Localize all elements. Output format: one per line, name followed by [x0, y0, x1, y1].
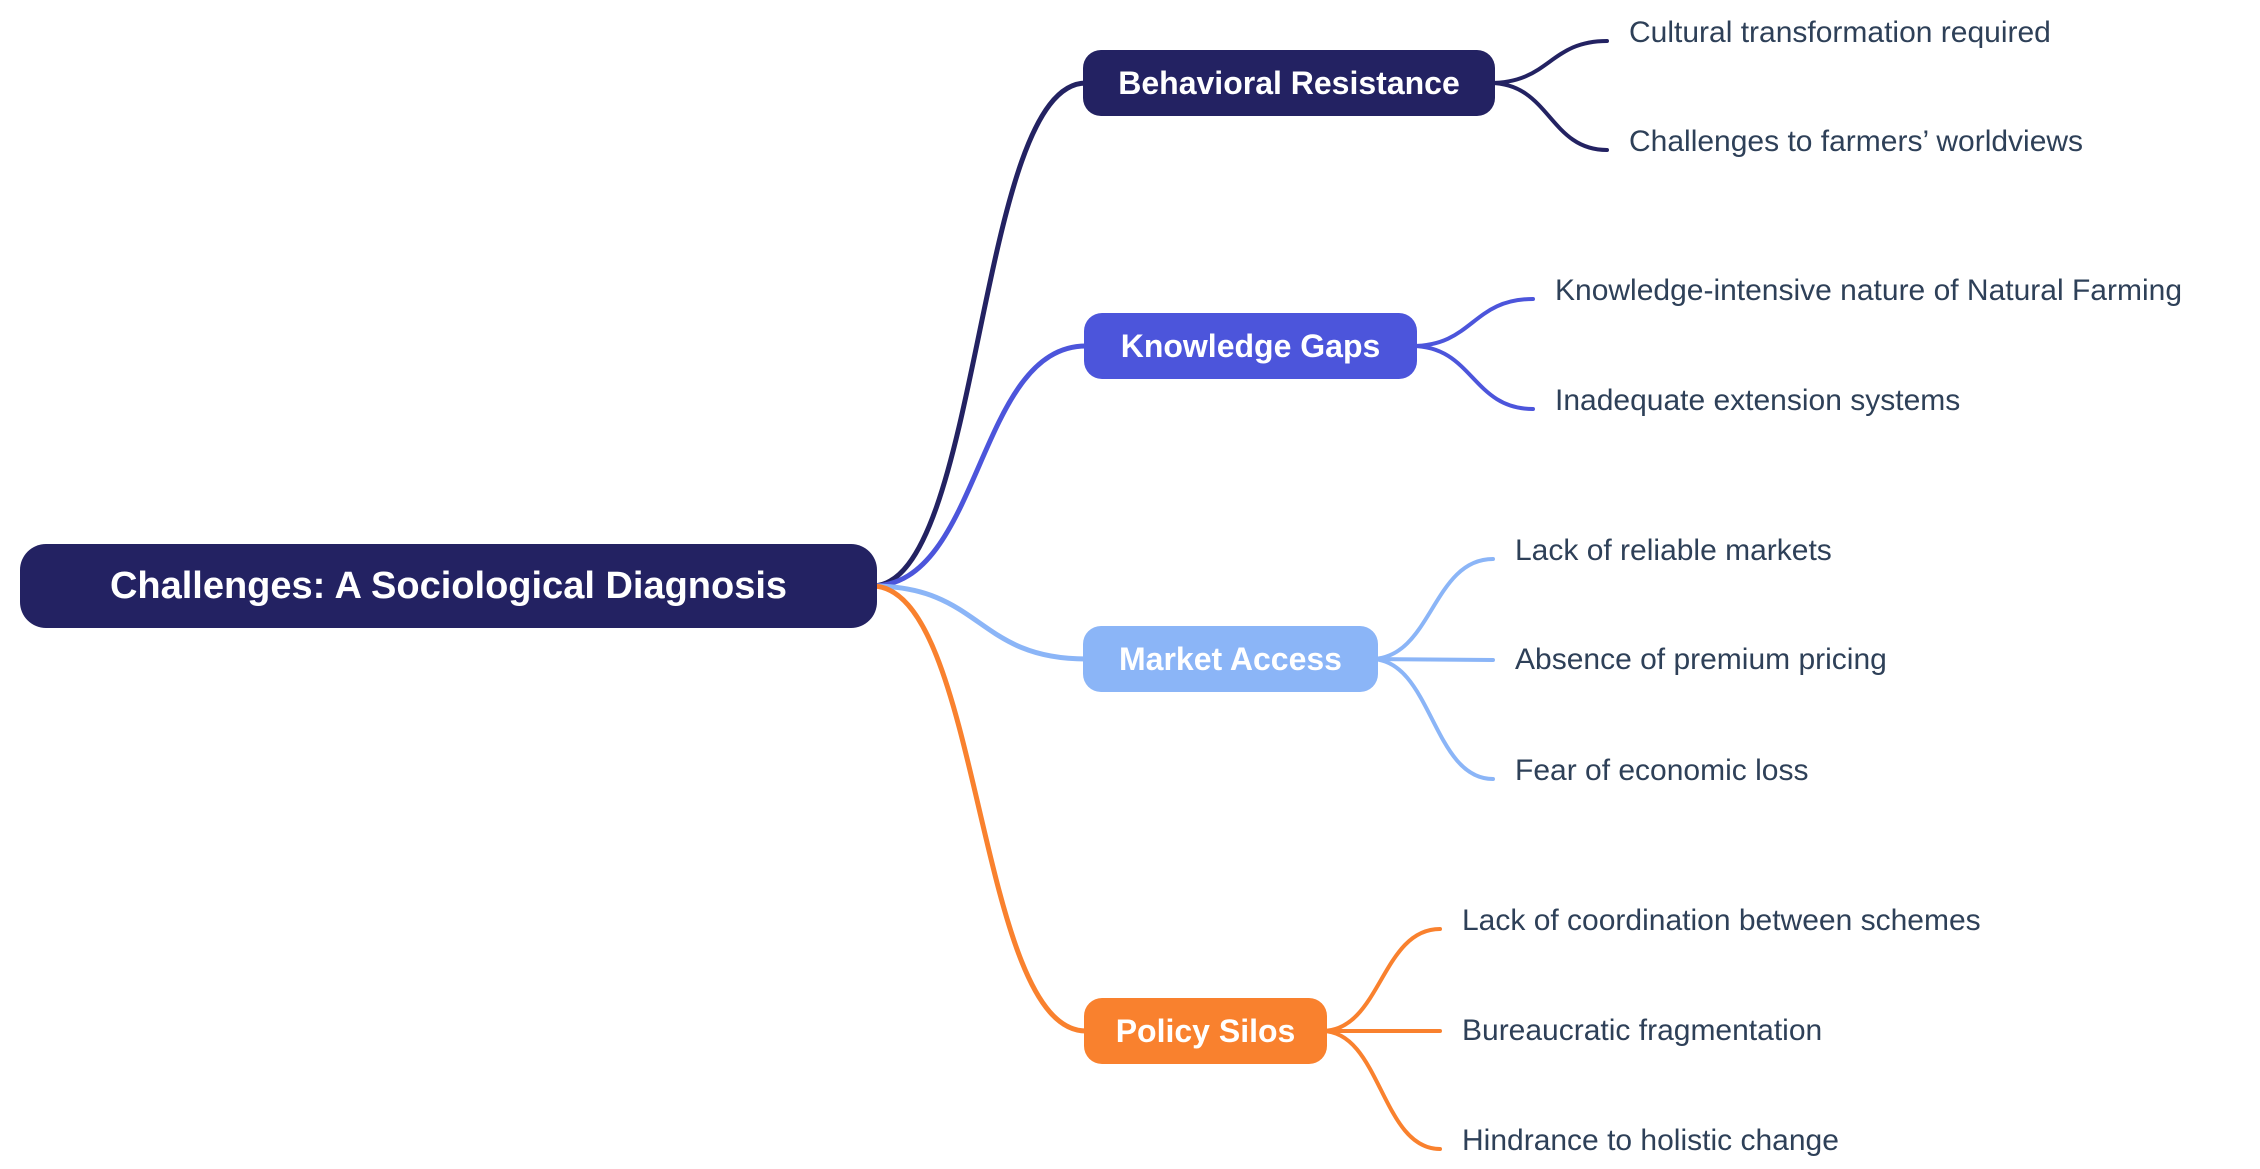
edge-policy-silos-child-2: [1320, 1029, 1442, 1151]
edge-root-to-knowledge-gaps: [869, 343, 1089, 589]
leaf-challenges-to-farmers-worldviews: Challenges to farmers’ worldviews: [1629, 125, 2084, 158]
edge-market-access-child-1: [1369, 657, 1495, 662]
node-knowledge-gaps: Knowledge Gaps: [1084, 313, 1417, 379]
node-root-label: Challenges: A Sociological Diagnosis: [109, 564, 788, 607]
edge-root-to-market-access: [869, 583, 1089, 662]
edge-market-access-child-2: [1369, 657, 1495, 781]
leaf-hindrance-to-holistic-change: Hindrance to holistic change: [1462, 1124, 1839, 1157]
edge-knowledge-gaps-child-1: [1410, 344, 1535, 411]
leaf-lack-of-coordination-between-schemes: Lack of coordination between schemes: [1462, 904, 1981, 937]
node-market-access: Market Access: [1083, 626, 1378, 692]
node-market-access-label: Market Access: [1119, 640, 1342, 677]
node-root: Challenges: A Sociological Diagnosis: [20, 544, 877, 628]
edge-behavioral-resistance-child-1: [1488, 81, 1609, 152]
node-behavioral-resistance: Behavioral Resistance: [1083, 50, 1495, 116]
leaf-absence-of-premium-pricing: Absence of premium pricing: [1515, 643, 1887, 676]
edge-policy-silos-child-0: [1320, 927, 1442, 1033]
node-policy-silos-label: Policy Silos: [1115, 1012, 1296, 1049]
edge-market-access-child-0: [1369, 557, 1495, 661]
edge-knowledge-gaps-child-0: [1410, 297, 1535, 348]
leaf-bureaucratic-fragmentation: Bureaucratic fragmentation: [1462, 1014, 1823, 1047]
leaf-lack-of-reliable-markets: Lack of reliable markets: [1515, 534, 1832, 567]
edge-behavioral-resistance-child-0: [1488, 39, 1609, 85]
edge-root-to-policy-silos: [869, 583, 1089, 1034]
edge-root-to-behavioral-resistance: [869, 80, 1089, 589]
leaf-inadequate-extension-systems: Inadequate extension systems: [1555, 384, 1961, 417]
leaf-cultural-transformation-required: Cultural transformation required: [1629, 16, 2051, 49]
leaf-fear-of-economic-loss: Fear of economic loss: [1515, 754, 1809, 787]
node-behavioral-resistance-label: Behavioral Resistance: [1118, 64, 1460, 101]
node-policy-silos: Policy Silos: [1084, 998, 1327, 1064]
node-knowledge-gaps-label: Knowledge Gaps: [1120, 327, 1381, 364]
leaf-knowledge-intensive-nature: Knowledge-intensive nature of Natural Fa…: [1555, 274, 2182, 307]
